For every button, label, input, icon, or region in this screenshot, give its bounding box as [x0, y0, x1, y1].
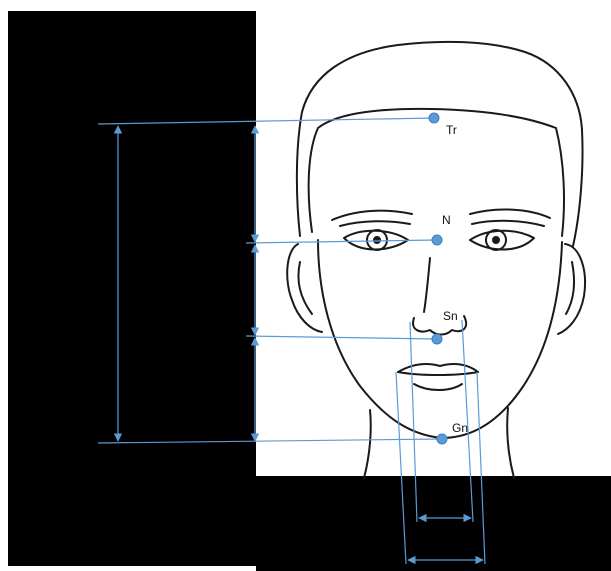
sn-point — [432, 334, 442, 344]
tr-point — [429, 113, 439, 123]
sn-label: Sn — [443, 309, 458, 323]
n-point — [432, 235, 442, 245]
left-dark-panel — [8, 11, 256, 566]
left-pupil — [374, 237, 380, 243]
n-label: N — [442, 213, 451, 227]
gn-label: Gn — [452, 421, 468, 435]
tr-label: Tr — [446, 123, 457, 137]
bottom-dark-panel — [256, 476, 611, 571]
right-pupil — [493, 237, 499, 243]
gn-point — [437, 434, 447, 444]
